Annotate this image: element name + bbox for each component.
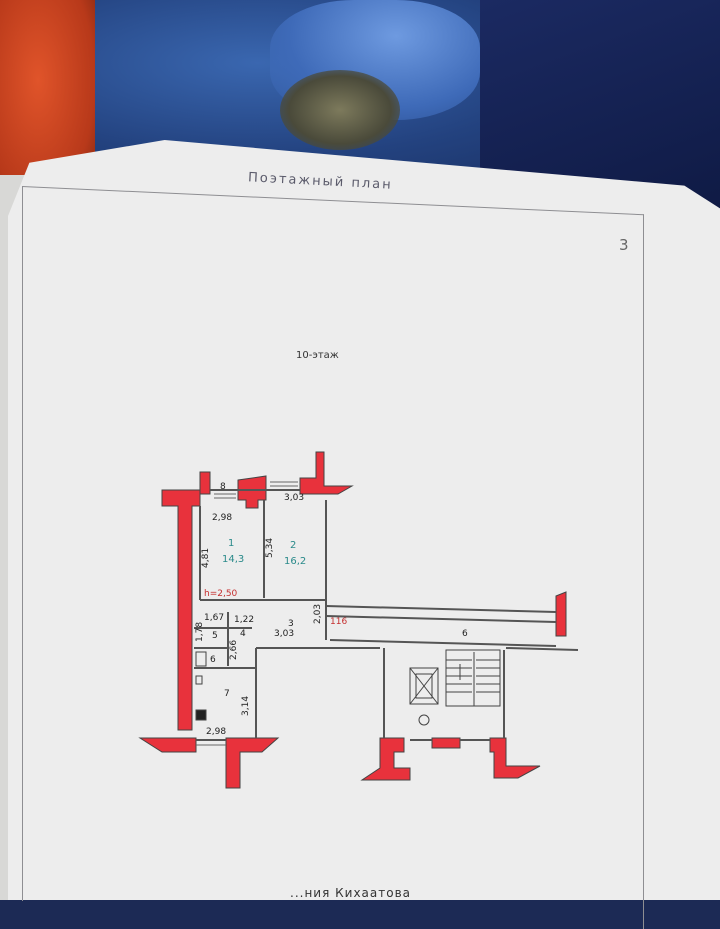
room-1-id: 1 bbox=[228, 538, 234, 549]
room-2-depth: 5,34 bbox=[265, 538, 275, 558]
room-4-width: 1,22 bbox=[234, 615, 254, 625]
room-1-depth: 4,81 bbox=[201, 548, 211, 568]
room-4-label: 4 bbox=[240, 629, 246, 639]
room-2-area: 16,2 bbox=[284, 556, 306, 567]
floor-plan: 8 2,98 3,03 1 14,3 4,81 2 16,2 5,34 h=2,… bbox=[138, 451, 579, 789]
room-2-width: 3,03 bbox=[284, 493, 304, 503]
room-7-id: 7 bbox=[224, 689, 230, 699]
room-3-width: 3,03 bbox=[274, 629, 294, 639]
room-3-id: 3 bbox=[288, 619, 294, 629]
room-6-label: 6 bbox=[210, 655, 216, 665]
room-5-width: 1,67 bbox=[204, 613, 224, 623]
bathroom-fixtures bbox=[195, 651, 207, 721]
apartment-number: 116 bbox=[330, 617, 347, 627]
window-lines bbox=[196, 481, 298, 746]
room-2-id: 2 bbox=[290, 540, 296, 551]
ceiling-height: h=2,50 bbox=[204, 589, 238, 599]
room-8-width: 2,98 bbox=[212, 513, 232, 523]
room-4-depth: 2,66 bbox=[229, 640, 239, 660]
room-1-area: 14,3 bbox=[222, 554, 244, 565]
fur-toy bbox=[280, 70, 400, 150]
interior-walls bbox=[194, 489, 579, 741]
corridor-6-label: 6 bbox=[462, 629, 468, 639]
room-3-depth: 2,03 bbox=[313, 604, 323, 624]
room-7-width: 2,98 bbox=[206, 727, 226, 737]
staircase bbox=[445, 649, 501, 707]
elevator-shaft bbox=[409, 667, 439, 726]
room-8-label: 8 bbox=[220, 482, 226, 492]
document-page bbox=[8, 140, 720, 900]
floor-label: 10-этаж bbox=[296, 350, 339, 361]
room-5-depth: 1,78 bbox=[195, 622, 205, 642]
sheet-number: 3 bbox=[619, 236, 629, 254]
room-7-depth: 3,14 bbox=[241, 696, 251, 716]
room-5-id: 5 bbox=[212, 631, 218, 641]
footer-text: ...ния Кихаатова bbox=[290, 886, 412, 900]
red-walls bbox=[138, 451, 567, 789]
